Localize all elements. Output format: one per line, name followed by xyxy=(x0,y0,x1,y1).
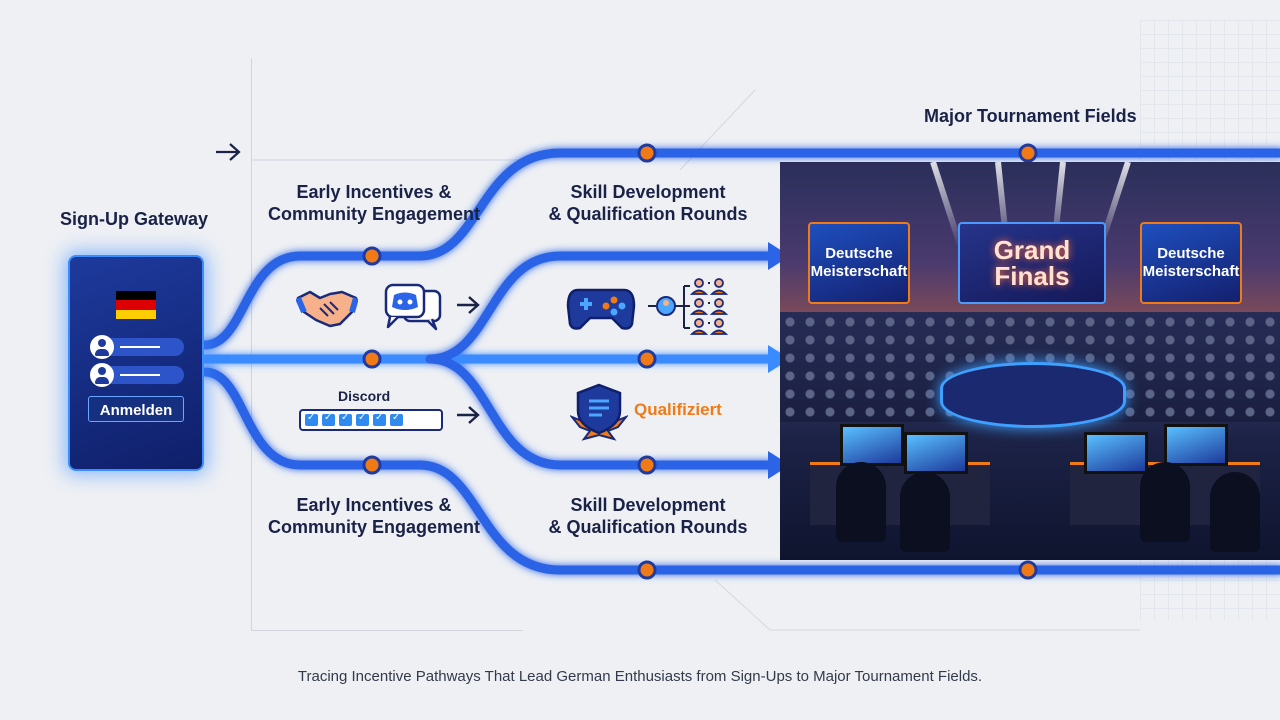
german-flag-icon xyxy=(116,291,156,319)
signup-field-2[interactable] xyxy=(90,363,184,387)
progress-checklist-icon xyxy=(299,409,443,431)
path-gateway-lower xyxy=(200,367,1280,575)
arena-stage xyxy=(940,362,1126,428)
stage-label-incentives-bottom: Early Incentives & Community Engagement xyxy=(267,495,481,537)
frame-line-left xyxy=(251,58,252,630)
path-branch-upper xyxy=(425,251,775,364)
path-branch-lower xyxy=(425,354,775,470)
major-tournament-title: Major Tournament Fields xyxy=(924,106,1137,126)
screen-deutsche-meisterschaft-left: Deutsche Meisterschaft xyxy=(808,222,910,304)
signup-field-1[interactable] xyxy=(90,335,184,359)
path-nodes xyxy=(362,143,1038,580)
diagram-caption: Tracing Incentive Pathways That Lead Ger… xyxy=(297,668,983,685)
arena-illustration: Deutsche Meisterschaft Grand Finals Deut… xyxy=(780,162,1280,560)
arrowhead-upper xyxy=(768,242,790,270)
user-icon xyxy=(90,363,114,387)
anmelden-button[interactable]: Anmelden xyxy=(88,396,184,422)
shield-badge-icon xyxy=(570,383,628,441)
stage-label-skill-top: Skill Development & Qualification Rounds xyxy=(548,182,748,224)
stage-label-incentives-top: Early Incentives & Community Engagement xyxy=(267,182,481,224)
arrowhead-middle xyxy=(768,345,790,373)
gamepad-icon xyxy=(566,288,636,330)
team-bracket-icon xyxy=(648,278,729,335)
path-gateway-upper xyxy=(200,148,1280,350)
user-icon xyxy=(90,335,114,359)
frame-line-bottom xyxy=(251,630,523,631)
discord-chat-icon xyxy=(384,283,442,331)
screen-grand-finals: Grand Finals xyxy=(958,222,1106,304)
gateway-title: Sign-Up Gateway xyxy=(60,209,209,229)
qualified-label: Qualifiziert xyxy=(634,400,722,419)
discord-label: Discord xyxy=(338,388,391,404)
signup-card: Anmelden xyxy=(68,255,204,471)
arrow-right-icon xyxy=(457,296,480,314)
arrow-right-icon xyxy=(457,406,480,424)
intro-arrow xyxy=(216,143,241,161)
arrowhead-lower xyxy=(768,451,790,479)
stage-label-skill-bottom: Skill Development & Qualification Rounds xyxy=(548,495,748,537)
screen-deutsche-meisterschaft-right: Deutsche Meisterschaft xyxy=(1140,222,1242,304)
handshake-icon xyxy=(296,290,358,328)
